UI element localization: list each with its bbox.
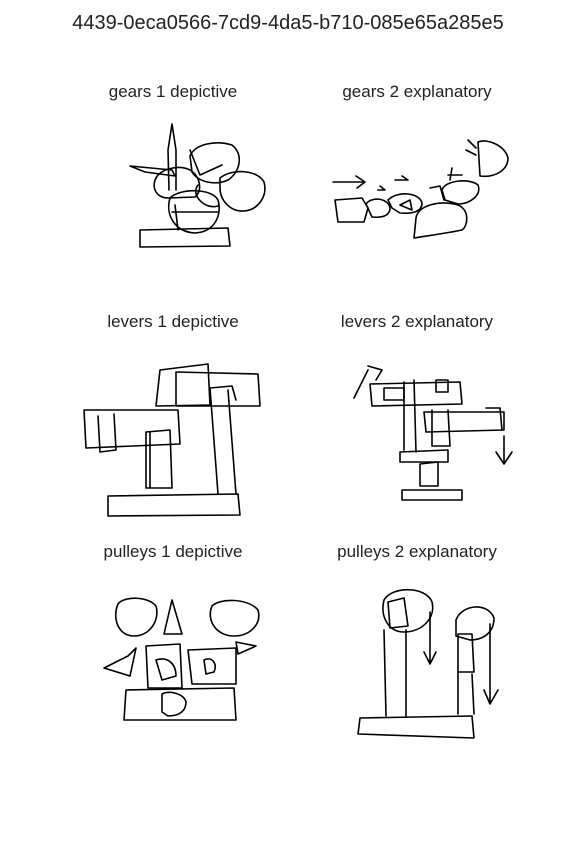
page-title: 4439-0eca0566-7cd9-4da5-b710-085e65a285e…: [72, 12, 504, 34]
panel-title-levers-1: levers 1 depictive: [107, 312, 239, 331]
panel-title-gears-2: gears 2 explanatory: [342, 82, 492, 101]
panel-title-pulleys-2: pulleys 2 explanatory: [337, 542, 497, 561]
panel-title-gears-1: gears 1 depictive: [108, 82, 238, 101]
panel-title-pulleys-1: pulleys 1 depictive: [103, 542, 243, 561]
panel-title-levers-2: levers 2 explanatory: [340, 312, 494, 331]
